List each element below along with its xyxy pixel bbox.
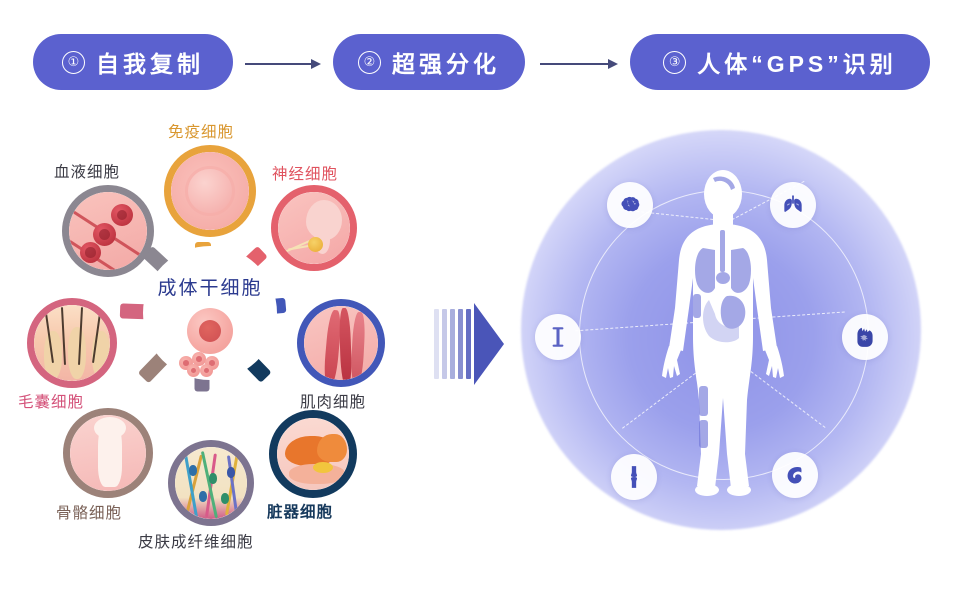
bone-cell-artwork: [70, 415, 146, 491]
steps-header: ① 自我复制 ② 超强分化 ③ 人体“GPS”识别: [0, 34, 955, 96]
cell-label-blood: 血液细胞: [54, 164, 121, 181]
cell-node-skin-fibroblast[interactable]: [168, 440, 254, 526]
organ-cell-artwork: [277, 418, 349, 490]
blood-cell-artwork: [69, 192, 147, 270]
cell-label-bone: 骨骼细胞: [56, 505, 123, 522]
cell-node-bone[interactable]: [63, 408, 153, 498]
cell-node-hair-follicle[interactable]: [27, 298, 117, 388]
arrow-head-icon: [608, 59, 618, 69]
step-pill-3[interactable]: ③ 人体“GPS”识别: [630, 34, 930, 90]
cell-node-immune[interactable]: [164, 145, 256, 237]
cell-node-nerve[interactable]: [271, 185, 357, 271]
cell-label-skin-fibroblast: 皮肤成纤维细胞: [138, 534, 254, 551]
organ-icon-kidney[interactable]: [772, 452, 818, 498]
arrow-head-icon: [474, 303, 504, 385]
transition-arrow-icon: [434, 303, 504, 385]
step-arrow-2: [540, 59, 620, 69]
human-body-silhouette: [635, 168, 811, 498]
heart-icon: [857, 327, 873, 347]
organ-icon-bone[interactable]: [535, 314, 581, 360]
step-label-3: 人体“GPS”识别: [697, 51, 897, 77]
arrow-bar: [458, 309, 463, 379]
organ-icon-heart[interactable]: [842, 314, 888, 360]
knee-joint-icon: [630, 466, 638, 488]
step-label-2: 超强分化: [392, 51, 500, 77]
step-number-2: ②: [358, 50, 381, 74]
step-arrow-1: [245, 59, 323, 69]
cell-label-hair-follicle: 毛囊细胞: [18, 394, 85, 411]
center-node-label: 成体干细胞: [157, 278, 263, 299]
arrow-bar: [434, 309, 439, 379]
muscle-cell-artwork: [304, 306, 378, 380]
arrow-shaft: [245, 63, 311, 65]
arrow-head-icon: [311, 59, 321, 69]
cell-node-blood[interactable]: [62, 185, 154, 277]
stem-cell-colony-dot: [192, 352, 206, 366]
center-node-adult-stem-cell[interactable]: 成体干细胞: [143, 246, 277, 380]
cell-node-organ[interactable]: [269, 410, 357, 498]
arrow-bar: [450, 309, 455, 379]
nerve-cell-artwork: [278, 192, 350, 264]
kidney-icon: [787, 467, 802, 484]
arrow-shaft: [540, 63, 608, 65]
stem-cell-nucleus: [199, 320, 221, 342]
step-pill-1[interactable]: ① 自我复制: [33, 34, 233, 90]
bone-icon: [552, 327, 564, 347]
body-gps-panel: [487, 120, 955, 590]
stem-cell-colony-dot: [187, 364, 200, 377]
arrow-bar: [442, 309, 447, 379]
cell-label-nerve: 神经细胞: [272, 166, 339, 183]
arrow-bar: [466, 309, 471, 379]
skin-fibroblast-artwork: [175, 447, 247, 519]
organ-icon-lungs[interactable]: [770, 182, 816, 228]
lungs-icon: [784, 195, 802, 212]
immune-cell-artwork: [171, 152, 249, 230]
step-pill-2[interactable]: ② 超强分化: [333, 34, 525, 90]
step-label-1: 自我复制: [96, 51, 204, 77]
stem-cell-differentiation-diagram: 成体干细胞 免疫细胞: [0, 118, 430, 588]
step-number-3: ③: [663, 50, 687, 74]
organ-icon-brain[interactable]: [607, 182, 653, 228]
brain-icon: [621, 196, 640, 212]
step-number-1: ①: [62, 50, 85, 74]
cell-label-muscle: 肌肉细胞: [300, 394, 367, 411]
stem-cell-colony-dot: [200, 364, 213, 377]
hair-follicle-artwork: [34, 305, 110, 381]
cell-label-immune: 免疫细胞: [168, 124, 235, 141]
cell-node-muscle[interactable]: [297, 299, 385, 387]
organ-icon-knee-joint[interactable]: [611, 454, 657, 500]
cell-label-organ: 脏器细胞: [267, 504, 334, 521]
